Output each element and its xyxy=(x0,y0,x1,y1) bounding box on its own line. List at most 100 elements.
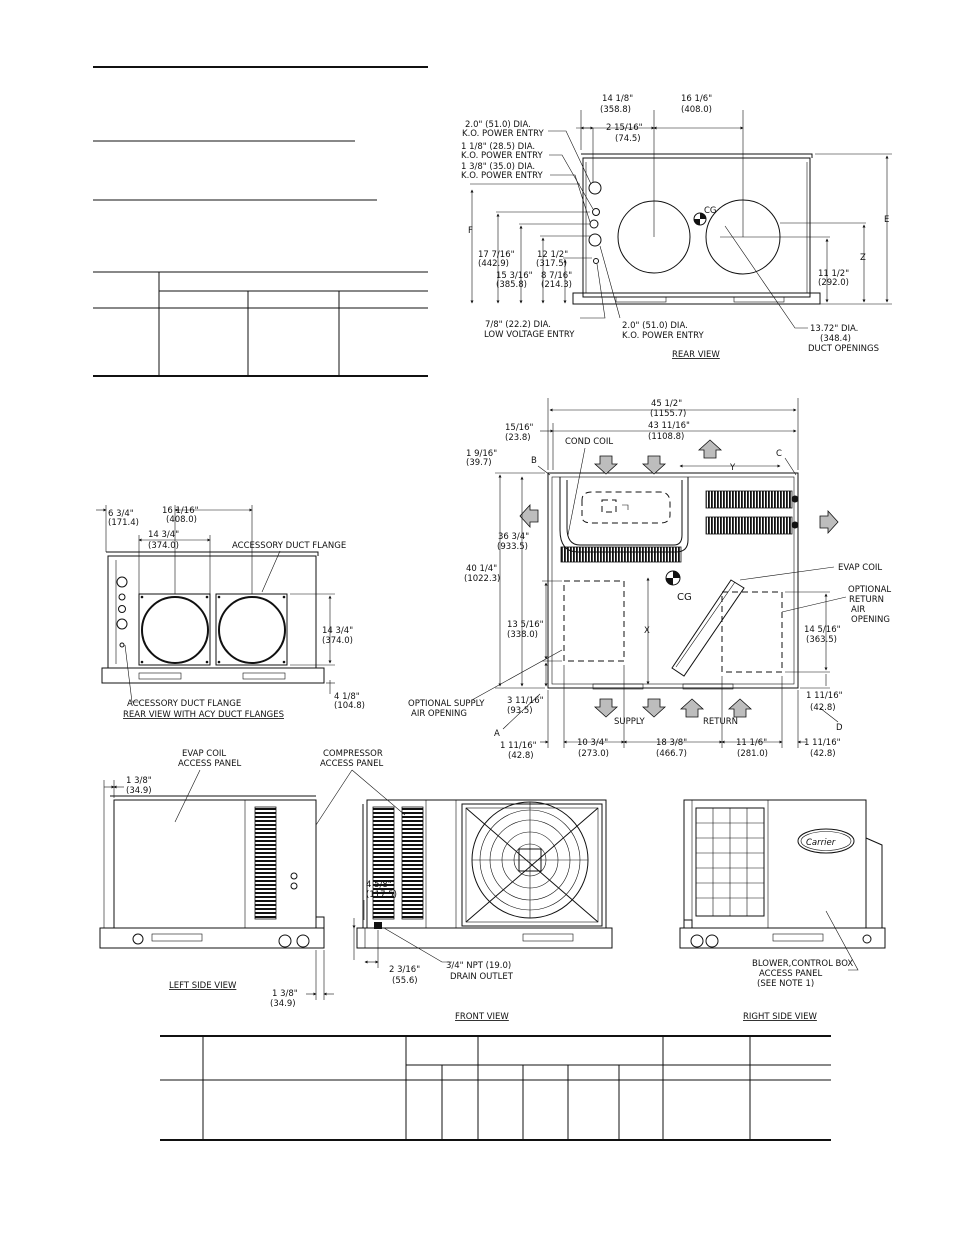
dim-45-1-2: 45 1/2" xyxy=(651,399,682,409)
dim-17-7-16: 17 7/16" xyxy=(478,250,515,260)
left-dim-top-mm: (34.9) xyxy=(126,786,152,796)
dim-X: X xyxy=(644,626,650,636)
dim-11-1-6-mm: (281.0) xyxy=(737,749,768,759)
dim-16-1-6-mm: (408.0) xyxy=(681,105,712,115)
evap-coil-label: EVAP COIL xyxy=(838,563,882,573)
dim-14-1-8-mm: (358.8) xyxy=(600,105,631,115)
front-dim-4-5-8: 4 5/8" xyxy=(366,880,392,890)
opt-return-label-3: AIR xyxy=(851,605,865,615)
rear-view: CG 14 1/8" (358.8) 16 1/6" (408.0) 2 15/… xyxy=(461,94,892,360)
dim-2-15-16: 2 15/16" xyxy=(606,123,643,133)
dim-b-r-1-11-16-mm: (42.8) xyxy=(810,749,836,759)
ko4-label-b: K.O. POWER ENTRY xyxy=(622,331,705,341)
acy-dim-16-1-16-mm: (408.0) xyxy=(166,515,197,525)
front-dim-4-5-8-mm: (117.5) xyxy=(366,890,397,900)
carrier-logo-oval xyxy=(797,828,855,854)
return-label: RETURN xyxy=(703,717,738,727)
left-side-view: 1 3/8" (34.9) EVAP COIL ACCESS PANEL COM… xyxy=(99,749,406,1009)
dim-15-3-16-mm: (385.8) xyxy=(496,280,527,290)
duct-label-c: DUCT OPENINGS xyxy=(808,344,879,354)
left-dim-bottom-mm: (34.9) xyxy=(270,999,296,1009)
front-dim-2-3-16-mm: (55.6) xyxy=(392,976,418,986)
front-view: 4 5/8" (117.5) 2 3/16" (55.6) 3/4" NPT (… xyxy=(352,799,613,1022)
dim-11-1-2-mm: (292.0) xyxy=(818,278,849,288)
ko2-label-a: 1 1/8" (28.5) DIA. xyxy=(461,142,535,152)
acy-dim-6-3-4-mm: (171.4) xyxy=(108,518,139,528)
acy-dim-14-3-4-mm: (374.0) xyxy=(148,541,179,551)
acy-dim-16-1-16: 16 1/16" xyxy=(162,506,199,516)
dim-11-1-6: 11 1/6" xyxy=(736,738,767,748)
label-B: B xyxy=(531,456,537,466)
opt-return-label-2: RETURN xyxy=(849,595,884,605)
dim-40-1-4: 40 1/4" xyxy=(466,564,497,574)
acy-dim-14-3-4: 14 3/4" xyxy=(148,530,179,540)
acy-dim-14-3-4-right-mm: (374.0) xyxy=(322,636,353,646)
ko4-label-a: 2.0" (51.0) DIA. xyxy=(622,321,688,331)
dim-12-1-2-mm: (317.5) xyxy=(536,259,567,269)
dim-E: E xyxy=(884,215,889,225)
ko-1-3-8-circle xyxy=(589,219,599,229)
rear-view-caption: REAR VIEW xyxy=(672,350,720,360)
cond-coil-label: COND COIL xyxy=(565,437,613,447)
dim-13-5-16-mm: (338.0) xyxy=(507,630,538,640)
blower-label-2: ACCESS PANEL xyxy=(759,969,823,979)
supply-label: SUPPLY xyxy=(614,717,645,727)
front-dim-2-3-16: 2 3/16" xyxy=(389,965,420,975)
dim-r-1-11-16: 1 11/16" xyxy=(806,691,843,701)
acy-dim-14-3-4-right: 14 3/4" xyxy=(322,626,353,636)
physical-data-table-stub xyxy=(93,66,428,377)
acy-dim-4-1-8-mm: (104.8) xyxy=(334,701,365,711)
flange-label-top: ACCESSORY DUCT FLANGE xyxy=(232,541,346,551)
dim-15-3-16: 15 3/16" xyxy=(496,271,533,281)
evap-access-label-1: EVAP COIL xyxy=(182,749,226,759)
dim-r-1-11-16-mm: (42.8) xyxy=(810,703,836,713)
dim-14-5-16-mm: (363.5) xyxy=(806,635,837,645)
dim-10-3-4-mm: (273.0) xyxy=(578,749,609,759)
ko2-label-b: K.O. POWER ENTRY xyxy=(461,151,544,161)
left-dim-top: 1 3/8" xyxy=(126,776,152,786)
cg-label: CG xyxy=(704,206,717,216)
dim-43-11-16-mm: (1108.8) xyxy=(648,432,684,442)
label-A: A xyxy=(494,729,500,739)
dim-12-1-2: 12 1/2" xyxy=(537,250,568,260)
acy-dim-6-3-4: 6 3/4" xyxy=(108,509,134,519)
duct-label-b: (348.4) xyxy=(820,334,851,344)
blower-label-3: (SEE NOTE 1) xyxy=(757,979,814,989)
dim-15-16: 15/16" xyxy=(505,423,533,433)
dim-40-1-4-mm: (1022.3) xyxy=(464,574,500,584)
opt-supply-label-2: AIR OPENING xyxy=(411,709,467,719)
dim-16-1-6: 16 1/6" xyxy=(681,94,712,104)
dim-3-11-16-mm: (93.5) xyxy=(507,706,533,716)
top-cg-symbol xyxy=(665,570,681,586)
comp-access-label-2: ACCESS PANEL xyxy=(320,759,384,769)
dim-18-3-8: 18 3/8" xyxy=(656,738,687,748)
drain-label-2: DRAIN OUTLET xyxy=(450,972,514,982)
drain-label-1: 3/4" NPT (19.0) xyxy=(446,961,511,971)
coil-grille xyxy=(695,807,765,917)
acy-caption: REAR VIEW WITH ACY DUCT FLANGES xyxy=(123,710,284,720)
dim-11-1-2: 11 1/2" xyxy=(818,269,849,279)
dim-8-7-16-mm: (214.3) xyxy=(541,280,572,290)
front-view-caption: FRONT VIEW xyxy=(455,1012,509,1022)
duct-label-a: 13.72" DIA. xyxy=(810,324,858,334)
label-D: D xyxy=(836,723,843,733)
opt-supply-label-1: OPTIONAL SUPPLY xyxy=(408,699,485,709)
ko1-label-b: K.O. POWER ENTRY xyxy=(462,129,545,139)
dim-1-9-16-mm: (39.7) xyxy=(466,458,492,468)
dim-1-9-16: 1 9/16" xyxy=(466,449,497,459)
cg-symbol xyxy=(693,212,707,226)
carrier-logo-text: Carrier xyxy=(806,838,836,848)
lv-label-a: 7/8" (22.2) DIA. xyxy=(485,320,551,330)
acy-dim-4-1-8: 4 1/8" xyxy=(334,692,360,702)
ko-2in-circle xyxy=(588,181,602,195)
dim-15-16-mm: (23.8) xyxy=(505,433,531,443)
dim-45-1-2-mm: (1155.7) xyxy=(650,409,686,419)
dim-36-3-4: 36 3/4" xyxy=(498,532,529,542)
dimensions-table-stub xyxy=(160,1035,831,1141)
dim-10-3-4: 10 3/4" xyxy=(577,738,608,748)
lv-label-b: LOW VOLTAGE ENTRY xyxy=(484,330,575,340)
ko1-label-a: 2.0" (51.0) DIA. xyxy=(465,120,531,130)
acy-rear-view: 6 3/4" (171.4) 16 1/16" (408.0) 14 3/4" … xyxy=(96,505,365,720)
comp-access-label-1: COMPRESSOR xyxy=(323,749,383,759)
